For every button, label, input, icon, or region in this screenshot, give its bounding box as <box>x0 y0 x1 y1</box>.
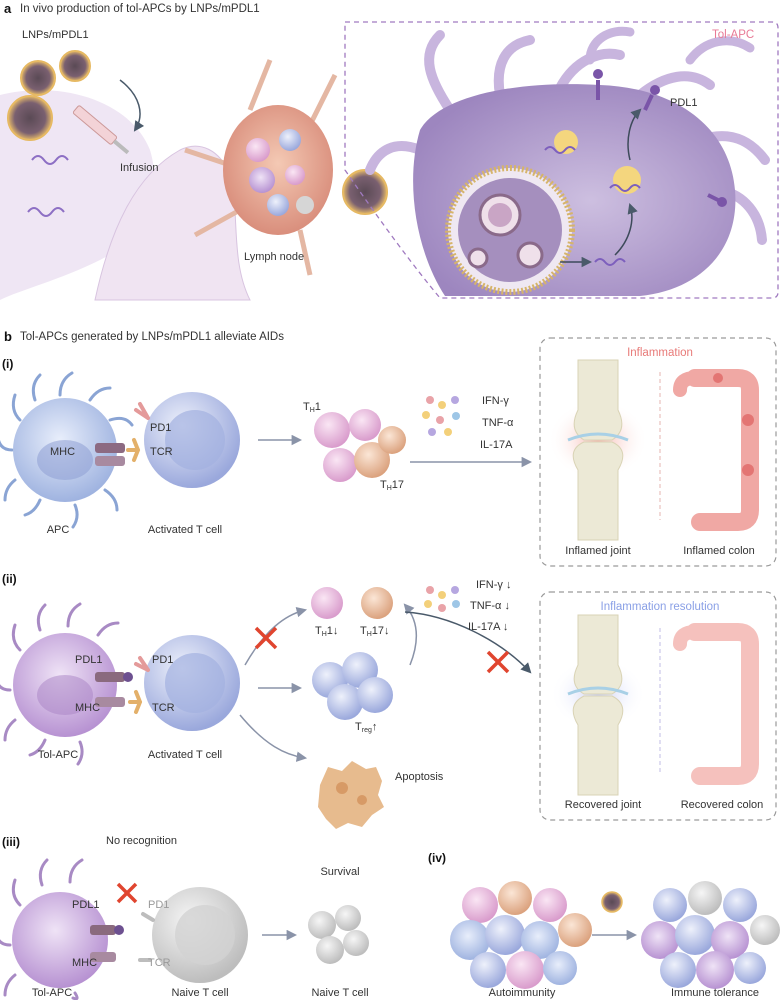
no-recognition-label: No recognition <box>106 835 177 847</box>
pd1-label-ii: PD1 <box>152 654 174 666</box>
panel-a-letter: a <box>4 1 12 16</box>
cytokine-dots-ii <box>424 586 460 612</box>
pd1-label-i: PD1 <box>150 422 172 434</box>
inflamed-colon-label: Inflamed colon <box>683 545 755 557</box>
treg-cells <box>312 652 393 720</box>
panel-b-iv <box>450 881 780 989</box>
mrna-squiggle <box>31 155 69 165</box>
resolution-box <box>539 591 777 821</box>
apc-label: APC <box>46 524 70 536</box>
lymph-node <box>184 59 338 276</box>
lnp-label: LNPs/mPDL1 <box>22 29 89 41</box>
zoom-dashed-box <box>344 21 779 299</box>
naive-t-label: Naive T cell <box>171 987 229 999</box>
cytokine-tnf-ii: TNF-α ↓ <box>470 600 510 612</box>
naive-t-cells-out <box>308 905 369 964</box>
lnp-particles <box>7 50 91 141</box>
inflamed-joint-label: Inflamed joint <box>565 545 631 557</box>
cytokine-dots <box>422 396 460 436</box>
naive-t-cell <box>138 887 248 983</box>
naive-t-out-label: Naive T cell <box>311 987 369 999</box>
recovered-joint <box>550 614 646 796</box>
pdl1-label-a: PDL1 <box>670 97 698 109</box>
arrow-ii-down <box>239 714 308 762</box>
inflammation-title: Inflammation <box>627 347 693 359</box>
cytokine-tnf-i: TNF-α <box>482 417 514 429</box>
survival-label: Survival <box>320 866 360 878</box>
tol-apc-cell-iii <box>0 858 124 1000</box>
cytokine-il17-i: IL-17A <box>480 439 513 451</box>
arrow-ii-up <box>244 606 308 666</box>
autoimmunity-label: Autoimmunity <box>488 987 556 999</box>
immune-tolerance-label: Immune tolerance <box>670 987 760 999</box>
panel-b-ii <box>0 586 777 829</box>
activated-t-label-i: Activated T cell <box>147 524 223 536</box>
inhibit-cross-1 <box>254 626 278 650</box>
treg-label: Treg↑ <box>355 721 378 735</box>
arrow-treg-feedback <box>403 603 418 666</box>
panel-b-title: Tol-APCs generated by LNPs/mPDL1 allevia… <box>20 331 284 343</box>
lnp-entering <box>342 169 388 215</box>
apoptosis-cell <box>318 761 384 829</box>
roman-i: (i) <box>2 357 14 371</box>
tolerance-cluster <box>641 881 780 989</box>
pdl1-marker <box>593 69 727 207</box>
recovered-joint-label: Recovered joint <box>564 799 642 811</box>
tcr-label-iii: TCR <box>148 957 171 969</box>
big-tol-apc-cell <box>365 26 770 296</box>
pdl1-label-ii: PDL1 <box>75 654 103 666</box>
pdl1-label-iii: PDL1 <box>72 899 100 911</box>
th-cells-ii <box>311 587 393 619</box>
tol-apc-label-iii: Tol-APC <box>31 987 73 999</box>
lnp-small <box>601 891 623 913</box>
roman-iii: (iii) <box>2 835 20 849</box>
arrow-ii-to-box <box>404 611 532 674</box>
activated-t-cell-ii <box>128 635 240 731</box>
panel-a-title: In vivo production of tol-APCs by LNPs/m… <box>20 3 260 15</box>
mhc-label-i: MHC <box>50 446 76 458</box>
inflamed-joint <box>548 359 648 541</box>
panel-b-letter: b <box>4 329 12 344</box>
th1-label-i: TH1 <box>303 401 321 415</box>
roman-ii: (ii) <box>2 572 17 586</box>
roman-iv: (iv) <box>428 851 446 865</box>
inhibit-cross-2 <box>486 650 510 674</box>
mrna-squiggle-2 <box>27 207 65 217</box>
tol-apc-label-ii: Tol-APC <box>37 749 79 761</box>
arm-shape <box>94 145 251 301</box>
tcr-label-i: TCR <box>150 446 173 458</box>
th-cells <box>314 409 406 482</box>
inflammation-box <box>539 337 777 567</box>
infusion-label: Infusion <box>120 162 159 174</box>
syringe-icon <box>72 105 130 155</box>
lymph-node-label: Lymph node <box>244 251 305 263</box>
activated-t-label-ii: Activated T cell <box>147 749 223 761</box>
th1-label-ii: TH1↓ <box>315 625 339 639</box>
apoptosis-label: Apoptosis <box>395 771 444 783</box>
tol-apc-cell-ii <box>0 602 133 766</box>
tcr-label-ii: TCR <box>152 702 175 714</box>
cytokine-ifn-ii: IFN-γ ↓ <box>476 579 512 591</box>
cytokine-il17-ii: IL-17A ↓ <box>468 621 509 633</box>
inhibit-cross-3 <box>116 882 138 904</box>
th17-label-i: TH17 <box>380 479 405 493</box>
th17-label-ii: TH17↓ <box>360 625 390 639</box>
mhc-label-iii: MHC <box>72 957 98 969</box>
activated-t-cell <box>126 392 240 488</box>
resolution-title: Inflammation resolution <box>600 601 720 613</box>
panel-b-i <box>0 337 777 567</box>
recovered-colon-label: Recovered colon <box>680 799 764 811</box>
cytokine-ifn-i: IFN-γ <box>482 395 509 407</box>
apc-cell <box>0 371 134 529</box>
inflamed-colon <box>673 369 759 531</box>
autoimmunity-cluster <box>450 881 592 989</box>
tol-apc-zoom-label: Tol-APC <box>712 29 755 41</box>
injection-arrow <box>119 79 145 132</box>
panel-a <box>0 21 779 301</box>
pd1-label-iii: PD1 <box>148 899 170 911</box>
recovered-colon <box>673 623 759 785</box>
mhc-label-ii: MHC <box>75 702 101 714</box>
panel-b-iii <box>0 858 369 1000</box>
